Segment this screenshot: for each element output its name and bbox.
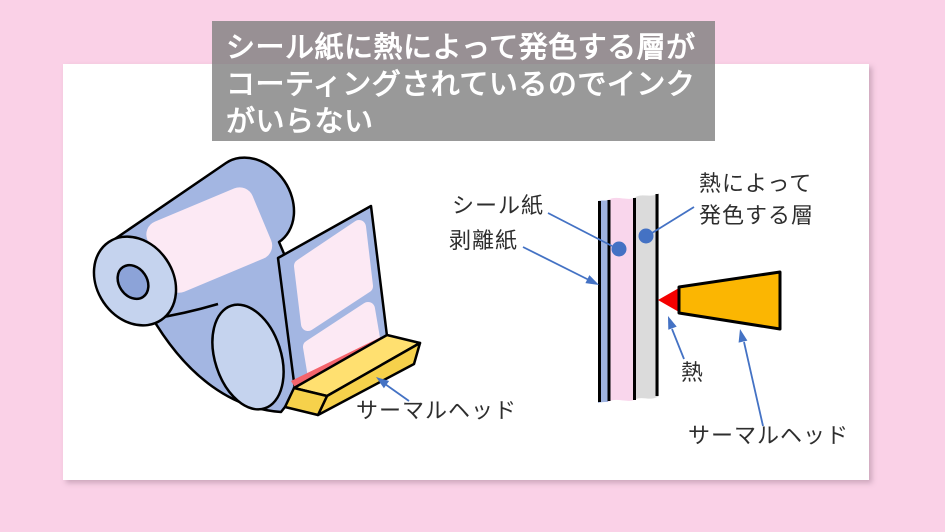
roll-core-hole [116,263,150,301]
heat-layer-label-line1: 熱によって [699,171,813,196]
roll-label-sticker [146,187,273,293]
title-banner: シール紙に熱によって発色する層が コーティングされているのでインク がいらない [212,21,715,141]
heat-triangle [658,288,679,312]
heat-layer-label-line2: 発色する層 [699,203,815,228]
seal-paper-layer-shape [608,197,634,402]
release-paper-label: 剥離紙 [449,228,519,253]
thermal-head-label-right: サーマルヘッド [688,423,850,448]
inner-roll-end [211,303,285,411]
heat-arrow [668,316,685,360]
seal-paper-dot [611,241,627,257]
thermal-head-label-left: サーマルヘッド [356,398,518,423]
thermal-head-trapezoid [677,270,782,331]
heat-layer-leader-line [651,206,695,234]
seal-paper-leader-line [547,212,613,247]
title-line-2: コーティングされているのでインク [226,69,696,101]
heat-label: 熱 [681,360,705,385]
thermal-head-left-arrow [376,377,410,402]
heat-layer-dot [638,228,654,244]
thermal-head-right-arrow [738,329,764,427]
label-roll-illustration [92,156,422,417]
thermal-head-end-face [283,386,329,417]
strip-sticker-upper [294,220,373,331]
seal-paper-label: シール紙 [452,193,545,218]
title-line-3: がいらない [226,106,374,138]
release-paper-arrow [522,246,599,285]
paper-cross-section [522,193,782,427]
layer-boundaries [598,194,659,402]
title-line-1: シール紙に熱によって発色する層が [226,32,696,64]
heat-color-layer-shape [634,193,659,400]
